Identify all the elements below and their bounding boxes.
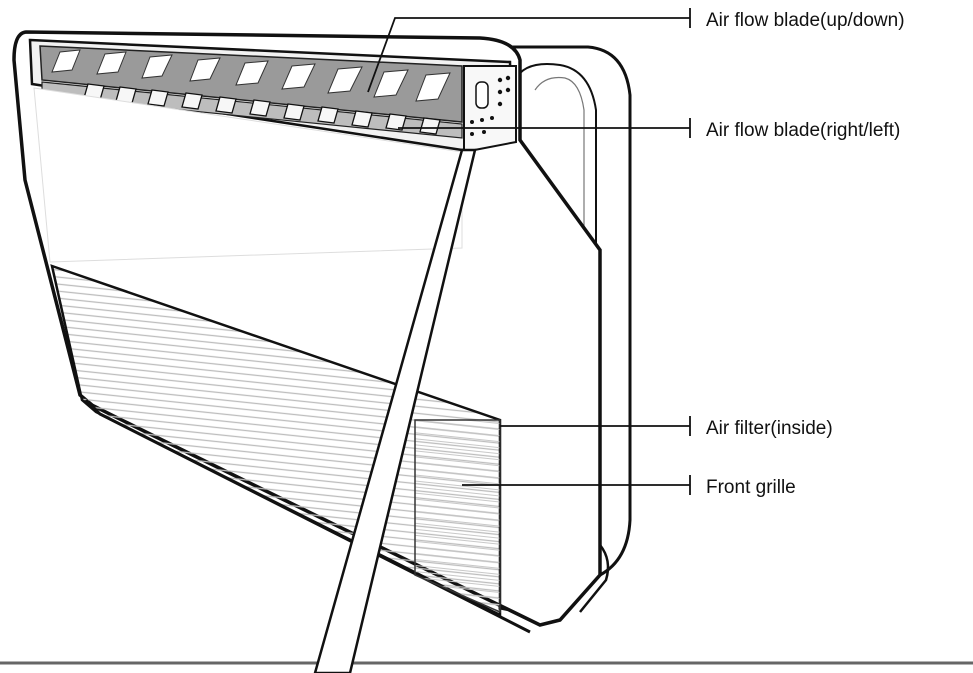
label-front-grille: Front grille bbox=[706, 477, 796, 498]
label-air-filter-inside: Air filter(inside) bbox=[706, 418, 833, 439]
leader-lines bbox=[367, 8, 691, 495]
front-panel bbox=[33, 87, 463, 263]
side-panel-contour-inner bbox=[534, 76, 585, 560]
label-air-flow-blade-right-left: Air flow blade(right/left) bbox=[706, 120, 900, 141]
label-air-flow-blade-up-down: Air flow blade(up/down) bbox=[706, 10, 905, 31]
side-panel-foot bbox=[579, 544, 610, 613]
support-pole bbox=[313, 148, 477, 673]
up-down-blade-hatching bbox=[51, 49, 451, 102]
air-filter bbox=[414, 419, 501, 614]
grille-lower-edge bbox=[84, 398, 531, 634]
leader-up-down bbox=[367, 17, 690, 93]
indicator-lights bbox=[470, 75, 511, 136]
display-window bbox=[475, 81, 489, 109]
